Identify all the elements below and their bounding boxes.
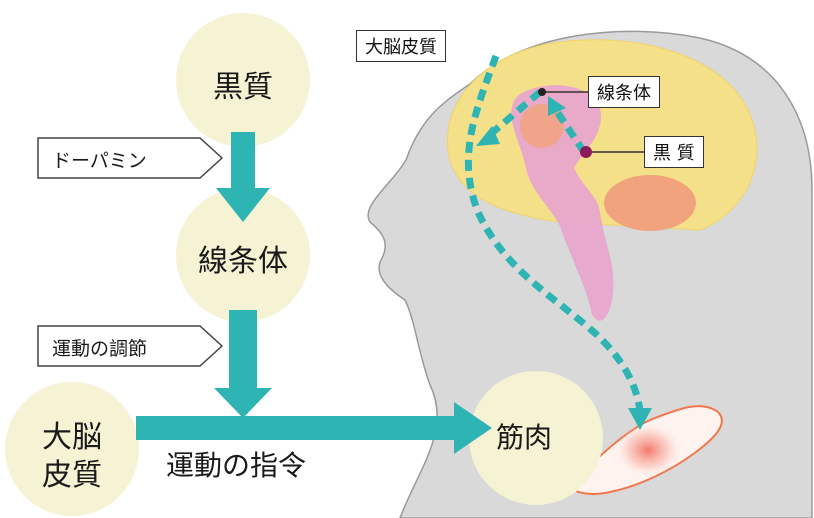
callout-striatum: 線条体 [588, 76, 660, 108]
arrow-nigra-to-striatum-shaft [231, 132, 255, 192]
motor-command-label: 運動の指令 [166, 449, 307, 482]
dotted-path-nigra-to-striatum [553, 108, 587, 154]
arrow-striatum-down-head [214, 388, 272, 418]
arrow-cortex-to-muscle-shaft [136, 416, 458, 440]
dotted-arrowhead-cortex [476, 126, 500, 146]
node-muscle-circle [469, 371, 603, 505]
dotted-arrowhead-muscle [628, 408, 652, 430]
dotted-path-striatum-to-cortex [483, 89, 543, 141]
callout-substantia-nigra: 黒 質 [644, 136, 704, 168]
dot-nigra [580, 146, 592, 158]
dotted-path-cortex-to-muscle [464, 54, 644, 413]
node-substantia-nigra-circle [176, 13, 310, 147]
cerebellum-shape [604, 175, 696, 231]
muscle-glow [616, 424, 680, 476]
tag-regulation-label: 運動の調節 [52, 338, 148, 360]
arrow-cortex-to-muscle-head [454, 402, 492, 454]
callout-cortex: 大脳皮質 [356, 30, 446, 62]
node-striatum-label: 線条体 [198, 244, 288, 279]
tag-regulation-shape [37, 325, 224, 367]
node-cortex-label-line2: 皮質 [42, 458, 102, 493]
dot-striatum [538, 88, 546, 96]
dotted-arrowhead-striatum [548, 96, 566, 116]
arrow-nigra-to-striatum-head [216, 188, 270, 222]
node-cortex-label-line1: 大脳 [42, 420, 102, 455]
node-striatum-circle [176, 188, 310, 322]
arrow-striatum-down-shaft [229, 310, 257, 392]
node-muscle-label: 筋肉 [496, 421, 553, 454]
tag-dopamine-label: ドーパミン [52, 150, 147, 172]
thalamus-shape [520, 104, 564, 148]
tag-dopamine-shape [37, 137, 224, 179]
node-cortex-circle [5, 382, 139, 516]
node-substantia-nigra-label: 黒質 [213, 70, 273, 105]
